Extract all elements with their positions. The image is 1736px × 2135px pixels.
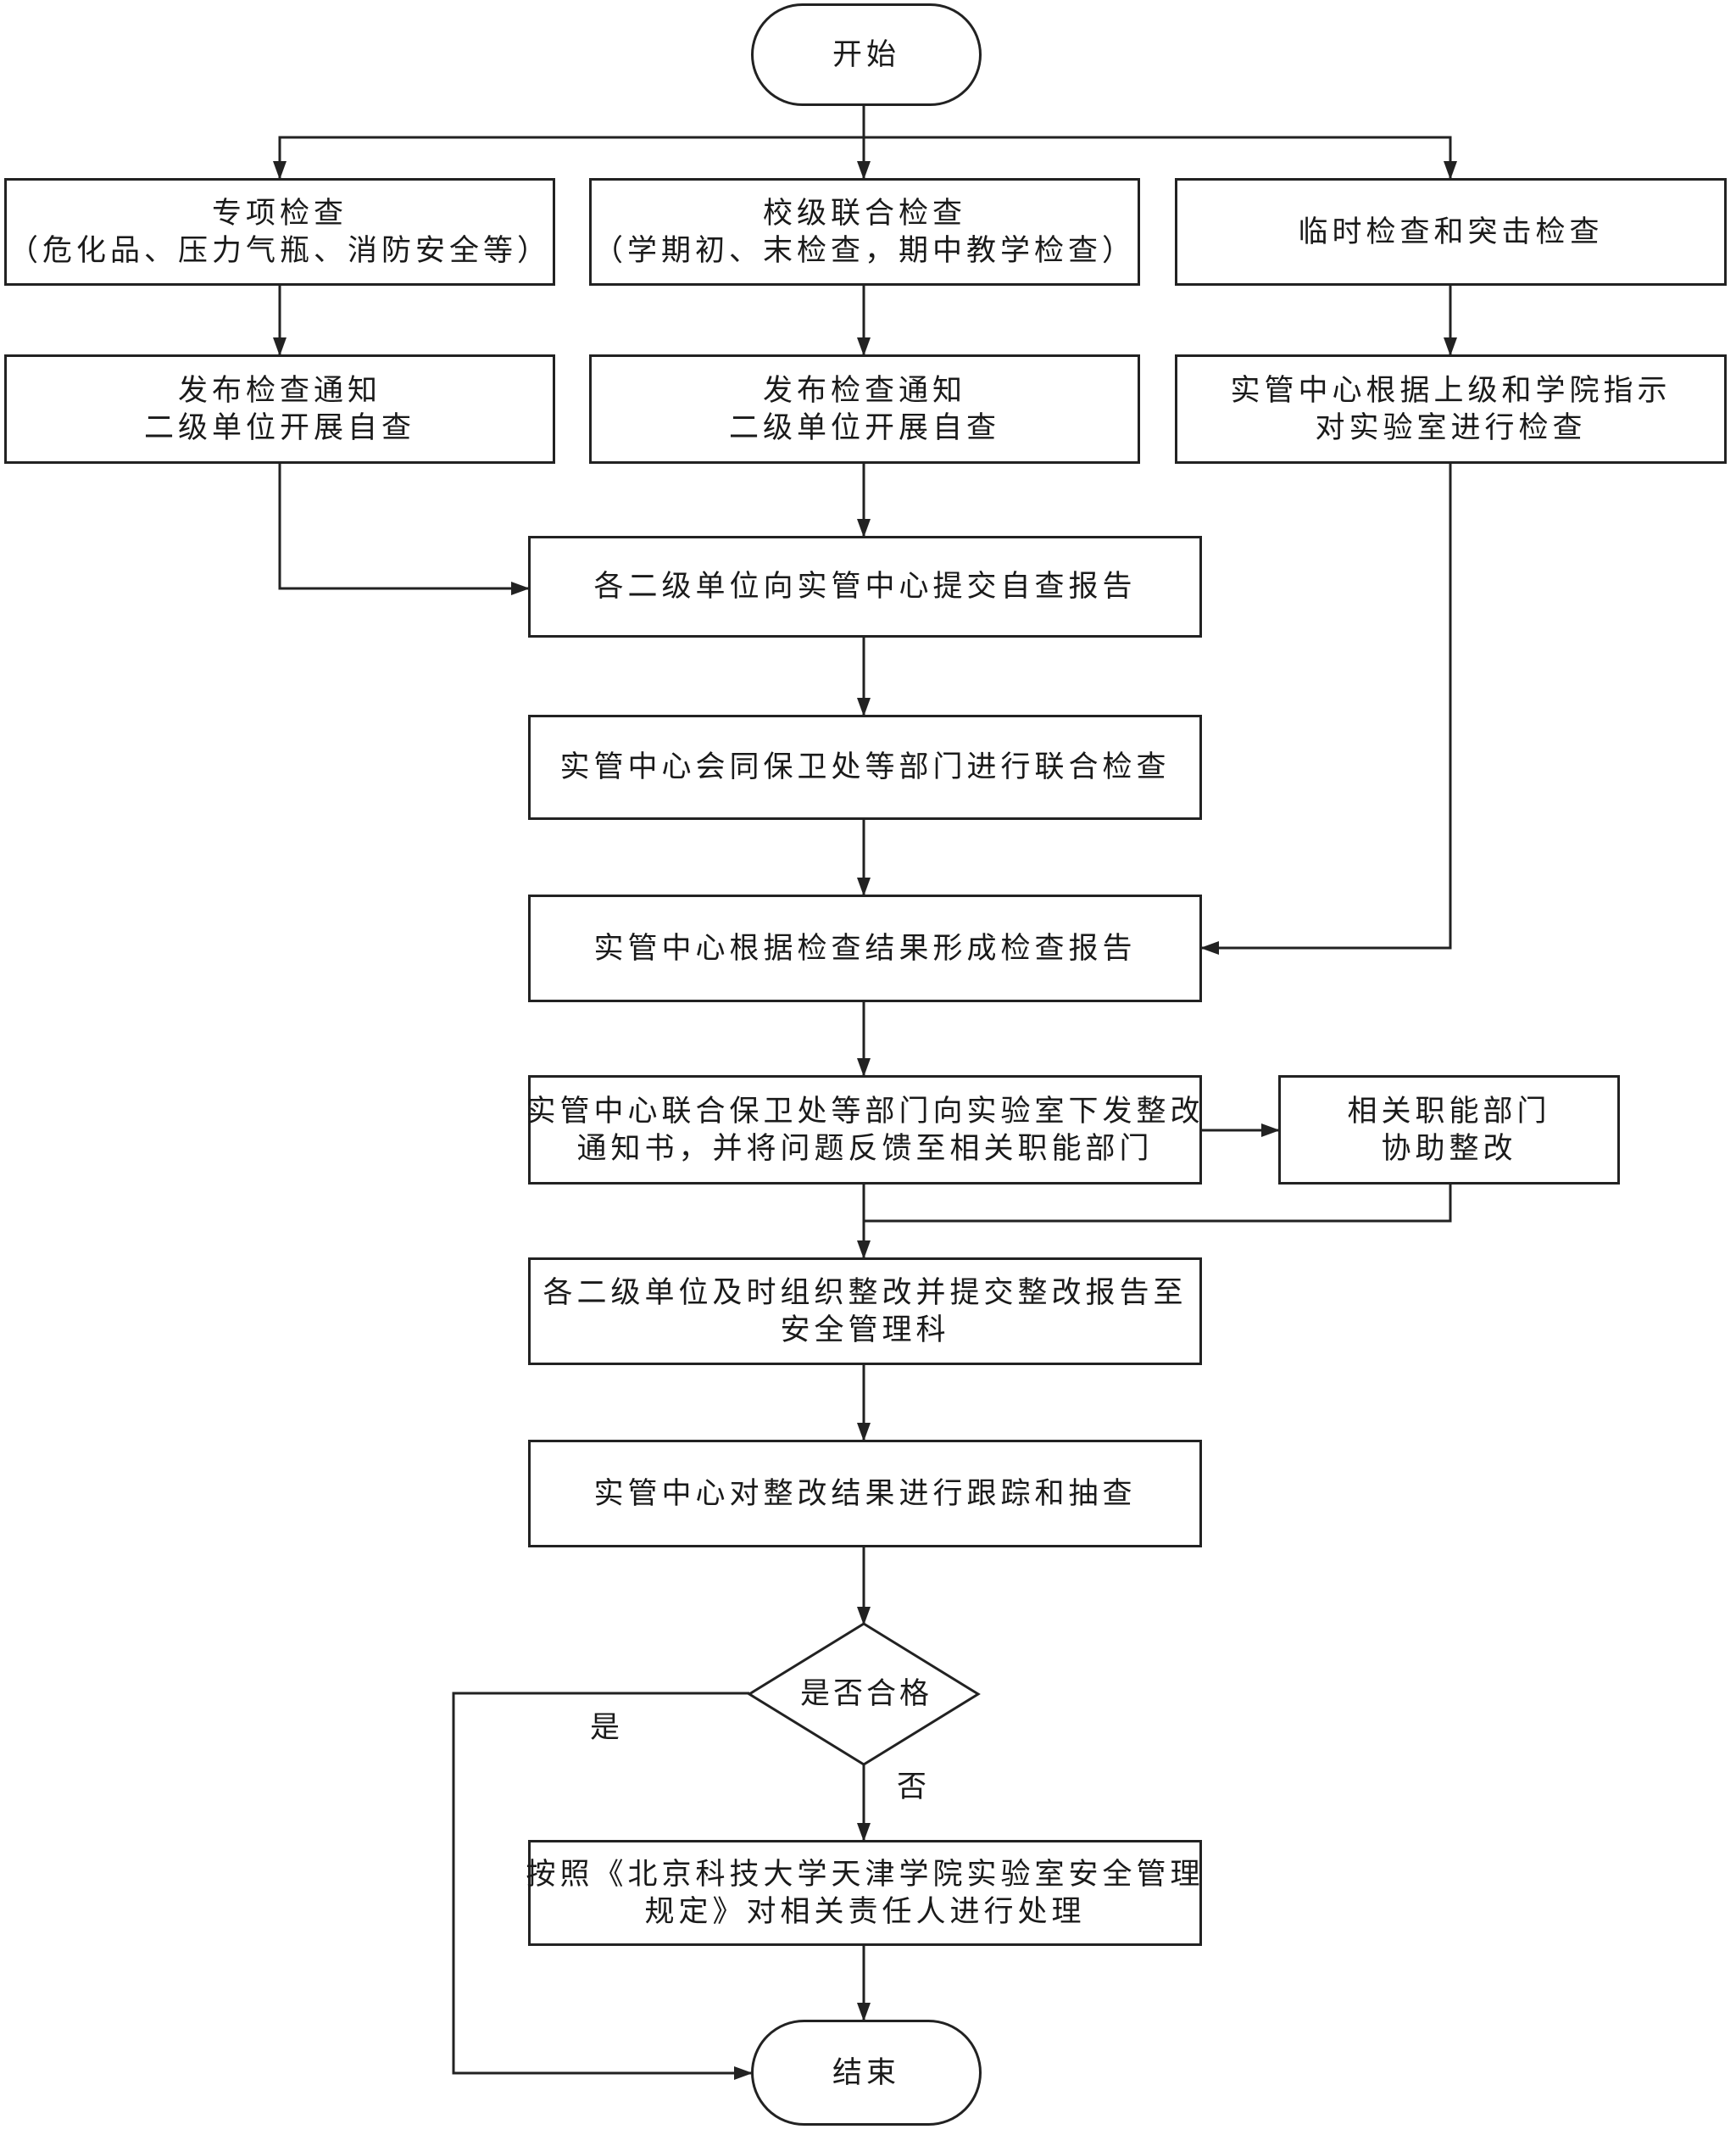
arrow-decision-yes <box>452 1692 753 2080</box>
temp-check-box: 临时检查和突击检查 <box>1175 178 1727 286</box>
start-node: 开始 <box>751 3 982 106</box>
center-inspect-box: 实管中心根据上级和学院指示 对实验室进行检查 <box>1175 354 1727 464</box>
assist-box: 相关职能部门 协助整改 <box>1278 1075 1620 1185</box>
decision-label: 是否合格 <box>800 1677 933 1711</box>
punish-box: 按照《北京科技大学天津学院实验室安全管理 规定》对相关责任人进行处理 <box>526 1840 1202 1946</box>
line-assist-merge <box>864 1185 1452 1223</box>
decision-diamond <box>747 1622 981 1766</box>
rectify-box: 各二级单位及时组织整改并提交整改报告至 安全管理科 <box>528 1257 1202 1365</box>
edge-label-no: 否 <box>897 1770 931 1804</box>
special-check-box: 专项检查 （危化品、压力气瓶、消防安全等） <box>4 178 555 286</box>
arrow-inspect-form-report <box>1200 464 1452 955</box>
track-box: 实管中心对整改结果进行跟踪和抽查 <box>528 1440 1202 1547</box>
school-check-box: 校级联合检查 （学期初、末检查，期中教学检查） <box>589 178 1140 286</box>
notice-mid-box: 发布检查通知 二级单位开展自查 <box>589 354 1140 464</box>
edge-label-yes: 是 <box>590 1711 624 1745</box>
notice-left-box: 发布检查通知 二级单位开展自查 <box>4 354 555 464</box>
end-node: 结束 <box>751 2020 982 2126</box>
submit-report-box: 各二级单位向实管中心提交自查报告 <box>528 536 1202 638</box>
issue-notice-box: 实管中心联合保卫处等部门向实验室下发整改 通知书，并将问题反馈至相关职能部门 <box>526 1075 1202 1185</box>
joint-check-box: 实管中心会同保卫处等部门进行联合检查 <box>528 715 1202 820</box>
arrow-left-notice-submit <box>278 464 530 595</box>
form-report-box: 实管中心根据检查结果形成检查报告 <box>528 895 1202 1002</box>
